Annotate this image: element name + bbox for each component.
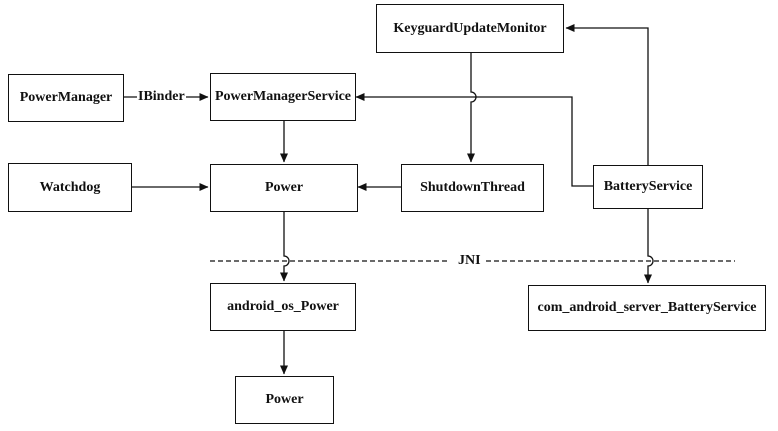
watchdog-node: Watchdog <box>8 163 132 212</box>
shutdown-thread-node: ShutdownThread <box>401 164 544 212</box>
power-manager-node: PowerManager <box>8 74 124 122</box>
ibinder-label: IBinder <box>137 89 186 105</box>
power-node: Power <box>210 164 358 212</box>
power-manager-service-node: PowerManagerService <box>210 73 356 121</box>
edge-battery-to-native-battery <box>644 209 654 284</box>
edge-battery-to-powermanagerservice <box>355 93 593 187</box>
power-native-node: Power <box>235 376 334 424</box>
battery-service-node: BatteryService <box>593 165 703 209</box>
edge-battery-to-keyguard <box>565 24 649 165</box>
jni-label: JNI <box>457 253 482 269</box>
edge-power-to-android-os-power <box>280 212 290 282</box>
keyguard-update-monitor-node: KeyguardUpdateMonitor <box>376 4 564 53</box>
edge-keyguard-to-shutdown <box>467 53 477 163</box>
com-android-server-battery-service-node: com_android_server_BatteryService <box>528 285 766 331</box>
android-os-power-node: android_os_Power <box>210 283 356 331</box>
